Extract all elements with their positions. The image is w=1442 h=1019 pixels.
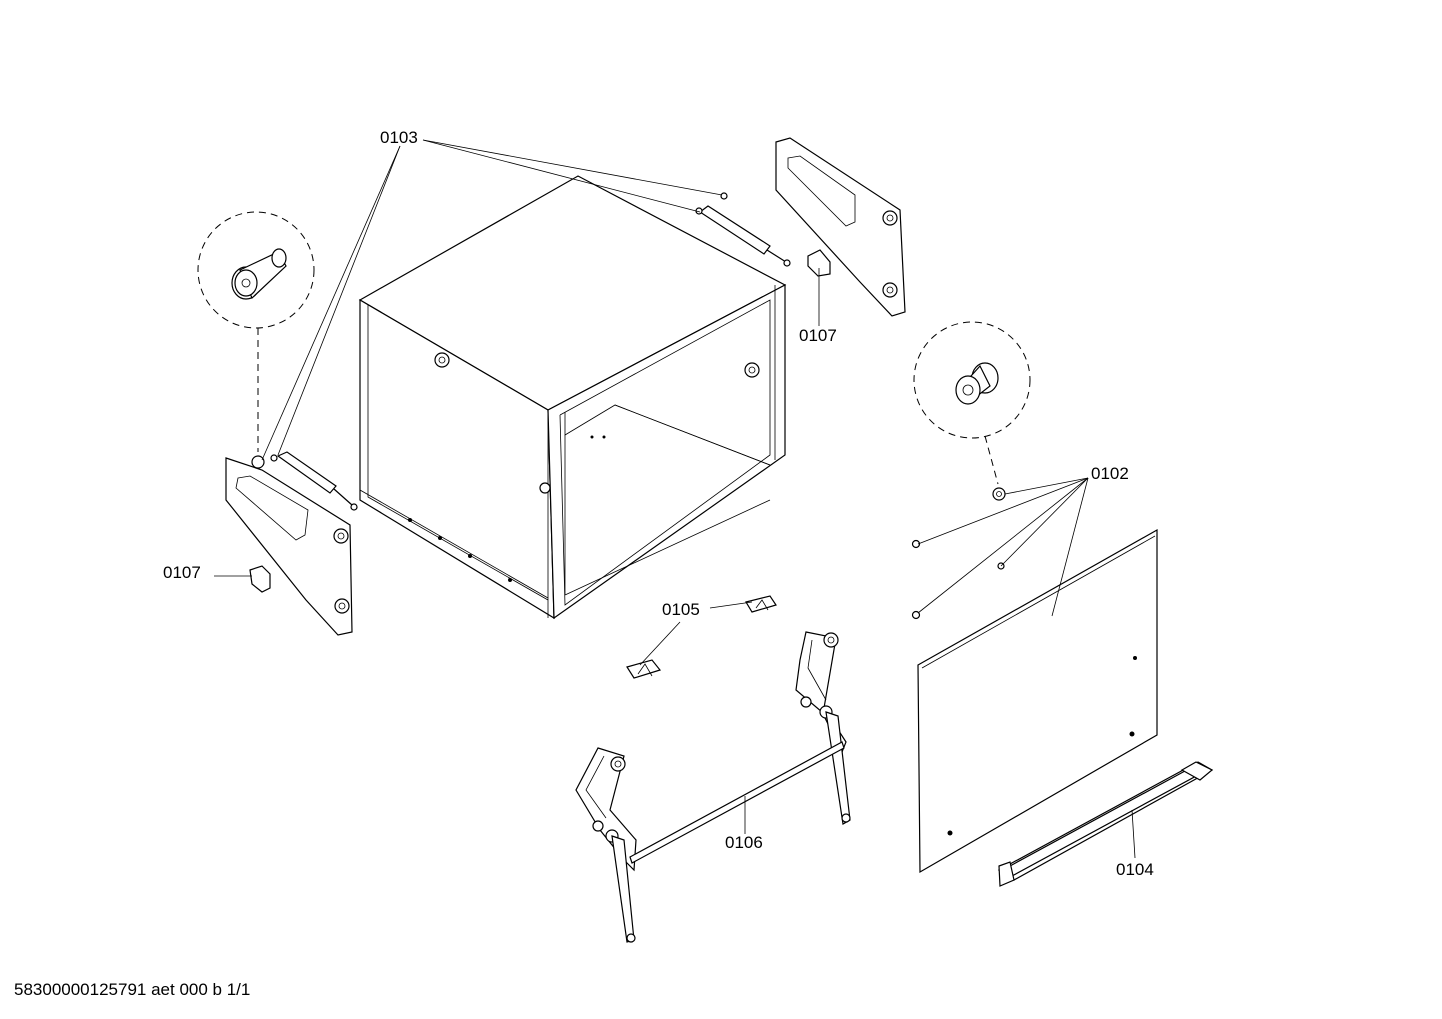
screw-right-a xyxy=(911,539,921,549)
drawing-code-footer: 58300000125791 aet 000 b 1/1 xyxy=(14,980,251,999)
left-detail-circle xyxy=(197,211,315,452)
top-gas-strut xyxy=(695,192,791,267)
hinge-arm-assembly xyxy=(575,631,851,943)
oven-cavity-body xyxy=(358,175,787,620)
label-0107-top: 0107 xyxy=(799,326,837,345)
left-gas-strut xyxy=(270,451,358,511)
label-0106: 0106 xyxy=(725,833,763,852)
clip-right-0105 xyxy=(745,595,777,613)
leader-lines xyxy=(214,139,1136,859)
left-hinge-bracket xyxy=(225,455,353,636)
label-0103: 0103 xyxy=(380,128,418,147)
label-0102: 0102 xyxy=(1091,464,1129,483)
clip-left-0105 xyxy=(626,659,662,679)
right-hinge-bracket xyxy=(775,137,906,317)
left-cap-0107 xyxy=(249,565,271,593)
top-cap-0107 xyxy=(807,249,831,277)
door-glass-panel xyxy=(917,528,1158,874)
right-detail-circle xyxy=(913,321,1031,501)
label-0105: 0105 xyxy=(662,600,700,619)
label-0104: 0104 xyxy=(1116,860,1154,879)
door-handle xyxy=(997,761,1214,887)
screw-right-c xyxy=(911,610,921,620)
label-0107-left: 0107 xyxy=(163,563,201,582)
